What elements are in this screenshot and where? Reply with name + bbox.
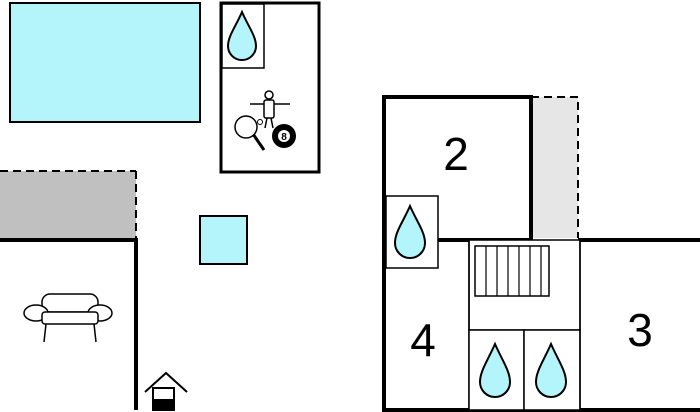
room-2-label: 2 [443,128,469,180]
billiard-ball-number: 8 [281,132,287,143]
building-wall [382,240,700,412]
water-drop-icon [393,203,427,259]
water-drop-icon [478,341,512,398]
sofa-icon [23,293,113,343]
water-drop-icon [226,9,258,61]
room-3-label: 3 [627,304,653,356]
table-football-icon [250,90,290,129]
room-4-label: 4 [410,314,436,366]
stairs-icon [474,245,550,297]
table-tennis-icon [234,115,266,151]
swimming-pool [9,2,201,123]
entrance-house-icon [144,371,188,411]
water-drop-icon [534,341,568,398]
living-room [0,238,138,410]
billiard-ball-icon: 8 [272,124,296,148]
small-pool [199,215,248,265]
game-room: 8 [219,1,321,174]
terrace-right [531,97,578,238]
terrace-left [0,171,136,238]
